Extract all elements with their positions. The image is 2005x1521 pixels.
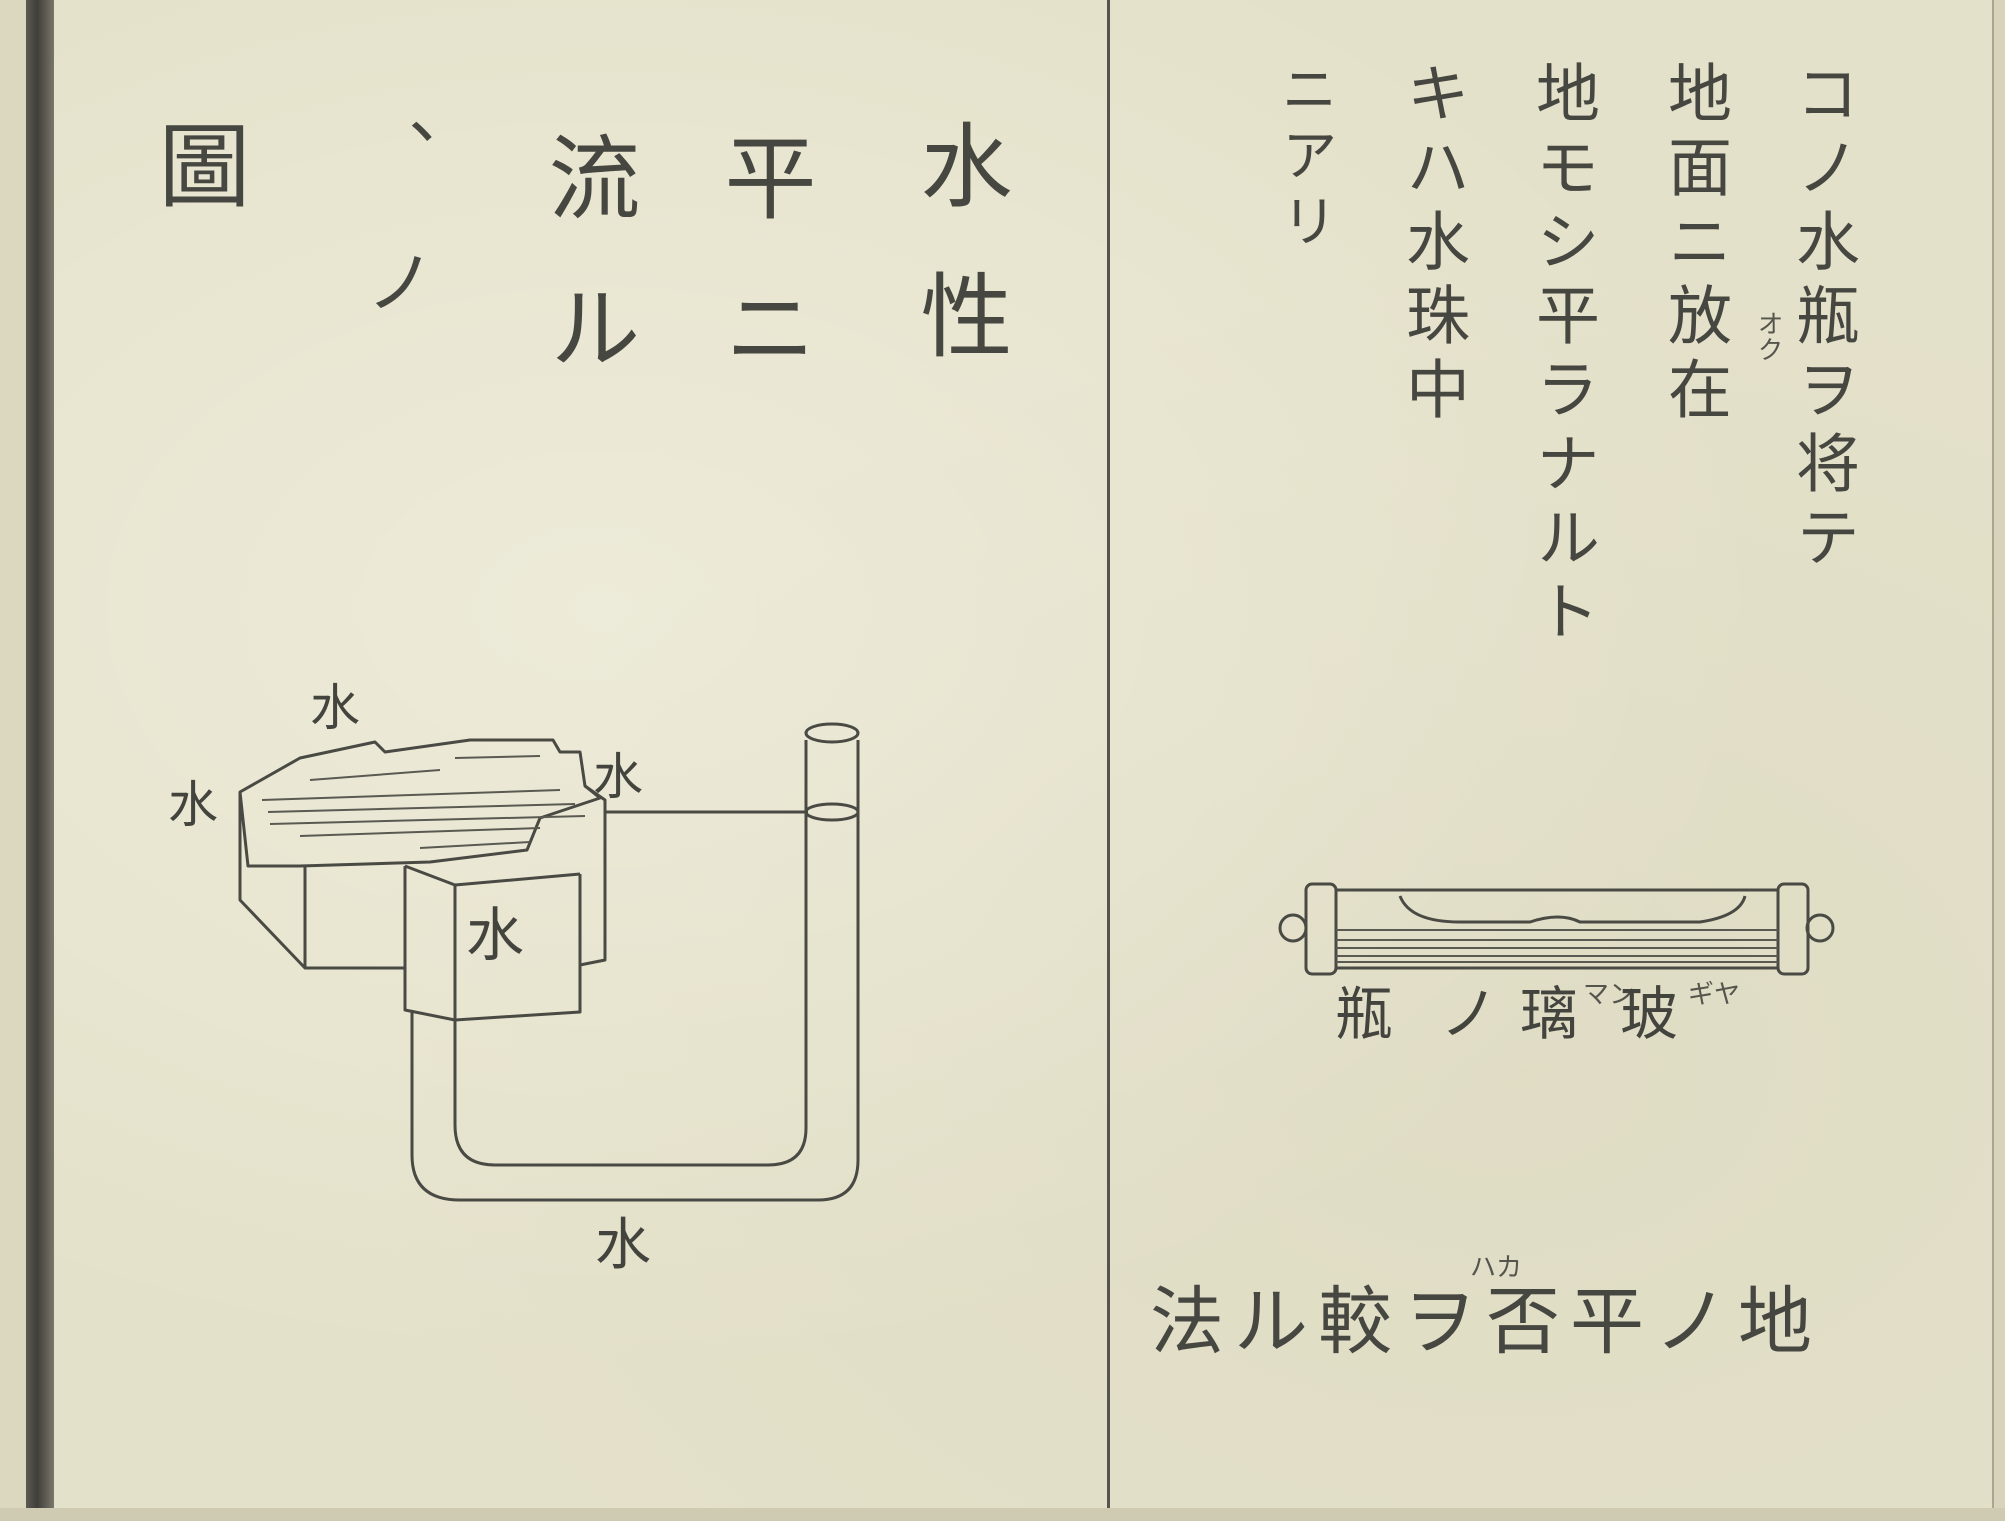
- level-ruby-gya: ギヤ: [1688, 980, 1741, 1010]
- title-column-1: 水性: [905, 118, 1012, 418]
- level-ruby-man: マン: [1583, 980, 1636, 1010]
- page-edge-right: [1992, 0, 2005, 1521]
- water-label-top: 水: [310, 679, 360, 737]
- level-label-gya: 玻: [1620, 980, 1679, 1048]
- text-column-2: 地面ニ放在: [1657, 60, 1731, 430]
- ruby-oku: オク: [1753, 310, 1783, 362]
- level-label-ruri: 璃: [1520, 980, 1579, 1048]
- title-column-4: 、ノ: [354, 118, 436, 374]
- caption-ruby-haka: ハカ: [1470, 1253, 1523, 1283]
- text-column-3: 地モシ平ラナルト: [1525, 60, 1599, 652]
- water-label-front: 水: [466, 901, 525, 969]
- binding-strip: [26, 0, 54, 1521]
- page-edge-left: [0, 0, 26, 1521]
- water-label-left: 水: [168, 776, 218, 834]
- text-column-4: キハ水珠中: [1395, 60, 1469, 430]
- fold-line: [1107, 0, 1110, 1521]
- level-label-no: ノ: [1440, 980, 1499, 1048]
- title-column-3: 流ル: [533, 130, 640, 430]
- water-label-right: 水: [593, 748, 643, 806]
- text-column-1: コノ水瓶ヲ将テ: [1785, 60, 1859, 578]
- page-caption: 法ル較ヲ否平ノ地: [1150, 1279, 1822, 1365]
- text-column-5: ニアリ: [1272, 60, 1337, 258]
- level-label-bottle: 瓶: [1335, 980, 1394, 1048]
- title-column-5: 圖: [143, 118, 250, 268]
- title-column-2: 平ニ: [709, 130, 816, 430]
- water-label-bottom: 水: [595, 1213, 651, 1278]
- page-edge-bottom: [0, 1508, 2005, 1521]
